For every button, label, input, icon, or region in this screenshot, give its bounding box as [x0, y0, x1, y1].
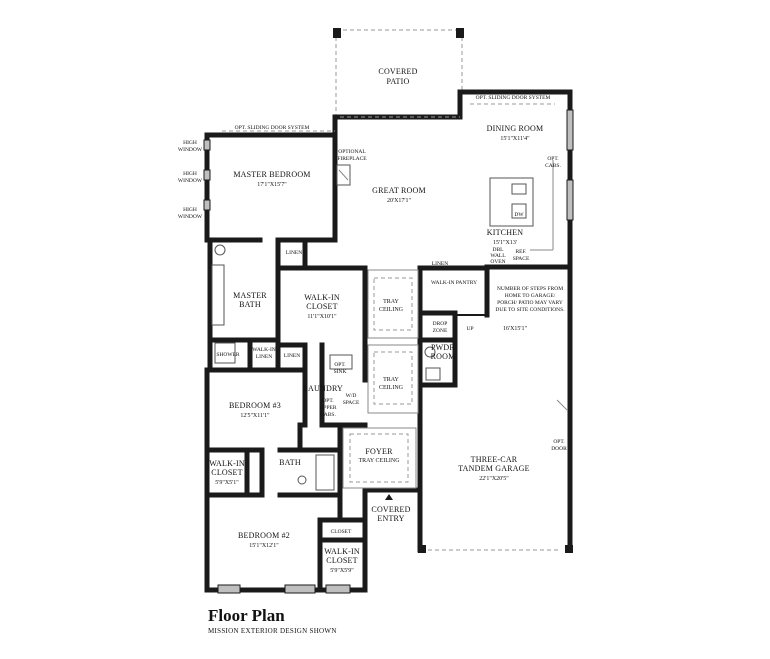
dbl-wall-oven-3: OVEN — [490, 259, 505, 265]
wd-space-2: SPACE — [343, 400, 360, 406]
opt-sliding-top-note: OPT. SLIDING DOOR SYSTEM — [476, 95, 551, 101]
high-window-3-b: WINDOW — [178, 214, 203, 220]
tray-ceiling-1-label-2: CEILING — [379, 307, 404, 313]
high-window-1-b: WINDOW — [178, 147, 203, 153]
steps-note-3: PORCH/ PATIO MAY VARY — [497, 300, 563, 306]
walk-in-linen-2: LINEN — [256, 354, 273, 360]
linen-note-master: LINEN — [286, 250, 303, 256]
fireplace-icon — [336, 164, 351, 186]
walk-in-closet-bed3-label-1: WALK-IN — [209, 459, 245, 468]
high-window-2-a: HIGH — [183, 171, 197, 177]
windows — [203, 109, 574, 594]
covered-entry-label-2: ENTRY — [377, 514, 404, 523]
garage-label-1: THREE-CAR — [471, 455, 518, 464]
linen-note-bath: LINEN — [284, 353, 301, 359]
dw-note: DW — [514, 212, 524, 218]
tray-ceiling-2-label-1: TRAY — [383, 377, 399, 383]
walk-in-closet-master-label-1: WALK-IN — [304, 293, 340, 302]
dining-room-dims: 15'1"X11'4" — [500, 136, 530, 142]
wd-space-1: W/D — [346, 393, 357, 399]
walk-in-pantry-note: WALK-IN PANTRY — [431, 280, 477, 286]
steps-note-4: DUE TO SITE CONDITIONS. — [495, 307, 565, 313]
walk-in-linen-1: WALK-IN — [252, 347, 276, 353]
garage-dims: 22'1"X20'5" — [479, 476, 509, 482]
tray-ceiling-outlines — [342, 269, 419, 489]
laundry-label: LAUNDRY — [303, 384, 343, 393]
bedroom3-dims: 12'5"X11'1" — [240, 413, 270, 419]
foyer-label: FOYER — [365, 447, 393, 456]
plan-title: Floor Plan — [208, 606, 285, 625]
walk-in-closet-bed3-dims: 5'9"X5'1" — [215, 480, 239, 486]
master-bedroom-dims: 17'1"X15'7" — [257, 182, 287, 188]
opt-cabs-note-2: CABS. — [545, 163, 561, 169]
garage-label-2: TANDEM GARAGE — [458, 464, 530, 473]
pwdr-room-label-1: PWDR — [431, 343, 455, 352]
dbl-wall-oven-1: DBL — [493, 247, 505, 253]
plan-notes: OPT. SLIDING DOOR SYSTEM OPT. SLIDING DO… — [178, 95, 567, 535]
great-room-label: GREAT ROOM — [372, 186, 426, 195]
master-bath-label-2: BATH — [239, 300, 261, 309]
foyer-tray-label: TRAY CEILING — [358, 458, 400, 464]
garage-upper-dims: 16'X15'1" — [503, 326, 527, 332]
walk-in-closet-bed2-dims: 5'9"X5'9" — [330, 568, 354, 574]
steps-note-1: NUMBER OF STEPS FROM — [497, 286, 563, 292]
opt-sink-1: OPT. — [334, 362, 346, 368]
walk-in-closet-bed3-label-2: CLOSET — [211, 468, 242, 477]
drop-zone-2: ZONE — [433, 328, 448, 334]
bedroom3-label: BEDROOM #3 — [229, 401, 281, 410]
optional-fireplace-note-1: OPTIONAL — [338, 149, 366, 155]
plan-subtitle: MISSION EXTERIOR DESIGN SHOWN — [208, 627, 337, 635]
kitchen-fixtures — [222, 103, 555, 251]
covered-entry-label-1: COVERED — [371, 505, 410, 514]
steps-note-2: HOME TO GARAGE/ — [505, 293, 556, 299]
walk-in-closet-bed2-label-1: WALK-IN — [324, 547, 360, 556]
high-window-3-a: HIGH — [183, 207, 197, 213]
pwdr-room-label-2: ROOM — [431, 352, 456, 361]
high-window-1-a: HIGH — [183, 140, 197, 146]
bath-fixtures — [211, 244, 441, 491]
garage-details — [418, 399, 573, 553]
covered-patio-label-1: COVERED — [378, 67, 417, 76]
opt-upper-cabs-1: OPT. — [322, 398, 334, 404]
entry-arrow-icon — [385, 494, 393, 500]
bedroom2-dims: 15'1"X12'1" — [249, 543, 279, 549]
kitchen-dims: 15'1"X13' — [493, 240, 517, 246]
opt-upper-cabs-3: CABS. — [320, 412, 336, 418]
tray-ceiling-1-label-1: TRAY — [383, 299, 399, 305]
linen-note-hall: LINEN — [432, 261, 449, 267]
walk-in-closet-bed2-label-2: CLOSET — [326, 556, 357, 565]
bath-label: BATH — [279, 458, 301, 467]
closet-note: CLOSET — [331, 529, 352, 535]
walk-in-closet-master-label-2: CLOSET — [306, 302, 337, 311]
high-window-2-b: WINDOW — [178, 178, 203, 184]
master-bedroom-label: MASTER BEDROOM — [233, 170, 310, 179]
opt-door-1: OPT. — [553, 439, 565, 445]
opt-sink-2: SINK — [334, 369, 347, 375]
walk-in-closet-master-dims: 11'1"X10'1" — [307, 314, 337, 320]
master-bath-label-1: MASTER — [233, 291, 267, 300]
opt-sliding-master-note: OPT. SLIDING DOOR SYSTEM — [235, 125, 310, 131]
interior-walls — [204, 237, 490, 593]
kitchen-label: KITCHEN — [487, 228, 524, 237]
dining-room-label: DINING ROOM — [487, 124, 544, 133]
ref-space-1: REF. — [515, 249, 527, 255]
covered-patio-label-2: PATIO — [387, 77, 410, 86]
tray-ceiling-2-label-2: CEILING — [379, 385, 404, 391]
room-labels: COVERED PATIO DINING ROOM 15'1"X11'4" GR… — [209, 67, 543, 574]
shower-note: SHOWER — [216, 352, 240, 358]
optional-fireplace-note-2: FIREPLACE — [337, 156, 367, 162]
opt-upper-cabs-2: UPPER — [319, 405, 336, 411]
great-room-dims: 20'X17'1" — [387, 198, 411, 204]
bedroom2-label: BEDROOM #2 — [238, 531, 290, 540]
drop-zone-1: DROP — [433, 321, 448, 327]
up-note: UP — [466, 326, 473, 332]
opt-cabs-note-1: OPT. — [547, 156, 559, 162]
ref-space-2: SPACE — [513, 256, 530, 262]
opt-door-2: DOOR — [551, 446, 567, 452]
dbl-wall-oven-2: WALL — [490, 253, 506, 259]
